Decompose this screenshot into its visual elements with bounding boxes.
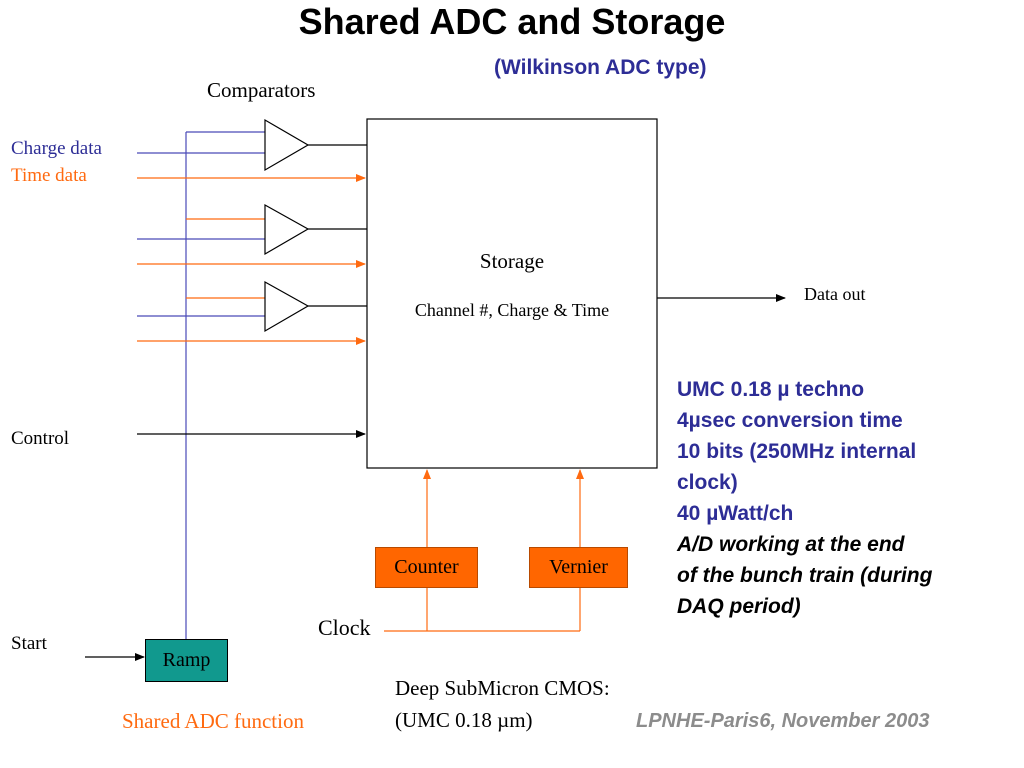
process-line-1: Deep SubMicron CMOS: [395,676,610,700]
comparators-label: Comparators [207,78,316,102]
spec-line: clock) [677,471,738,494]
comparator-1 [264,118,310,172]
ramp-block: Ramp [145,639,228,682]
ramp-label: Ramp [162,649,211,671]
storage-content: Channel #, Charge & Time [414,300,610,320]
time-data-label: Time data [11,165,87,186]
shared-adc-label: Shared ADC function [122,709,304,733]
counter-block: Counter [375,547,478,588]
slide-title: Shared ADC and Storage [298,1,726,42]
clock-label: Clock [318,615,371,640]
note-line: of the bunch train (during [677,564,933,587]
note-line: A/D working at the end [677,533,905,556]
vernier-label: Vernier [549,556,608,578]
slide-subtitle: (Wilkinson ADC type) [494,56,707,79]
counter-label: Counter [394,556,459,578]
data-out-label: Data out [804,284,866,304]
comparator-2 [264,203,310,256]
footer-credit: LPNHE-Paris6, November 2003 [636,710,930,732]
start-label: Start [11,633,47,654]
spec-line: 4µsec conversion time [677,409,903,432]
note-line: DAQ period) [677,595,801,618]
spec-line: 10 bits (250MHz internal [677,440,917,463]
control-label: Control [11,428,70,449]
storage-block [366,118,658,469]
specs-list: UMC 0.18 µ techno 4µsec conversion time … [677,374,1007,622]
process-line-2: (UMC 0.18 µm) [395,708,533,732]
spec-line: UMC 0.18 µ techno [677,378,865,401]
charge-data-label: Charge data [11,138,102,159]
spec-line: 40 µWatt/ch [677,502,794,525]
storage-title: Storage [479,249,545,273]
comparator-3 [264,280,310,333]
vernier-block: Vernier [529,547,628,588]
